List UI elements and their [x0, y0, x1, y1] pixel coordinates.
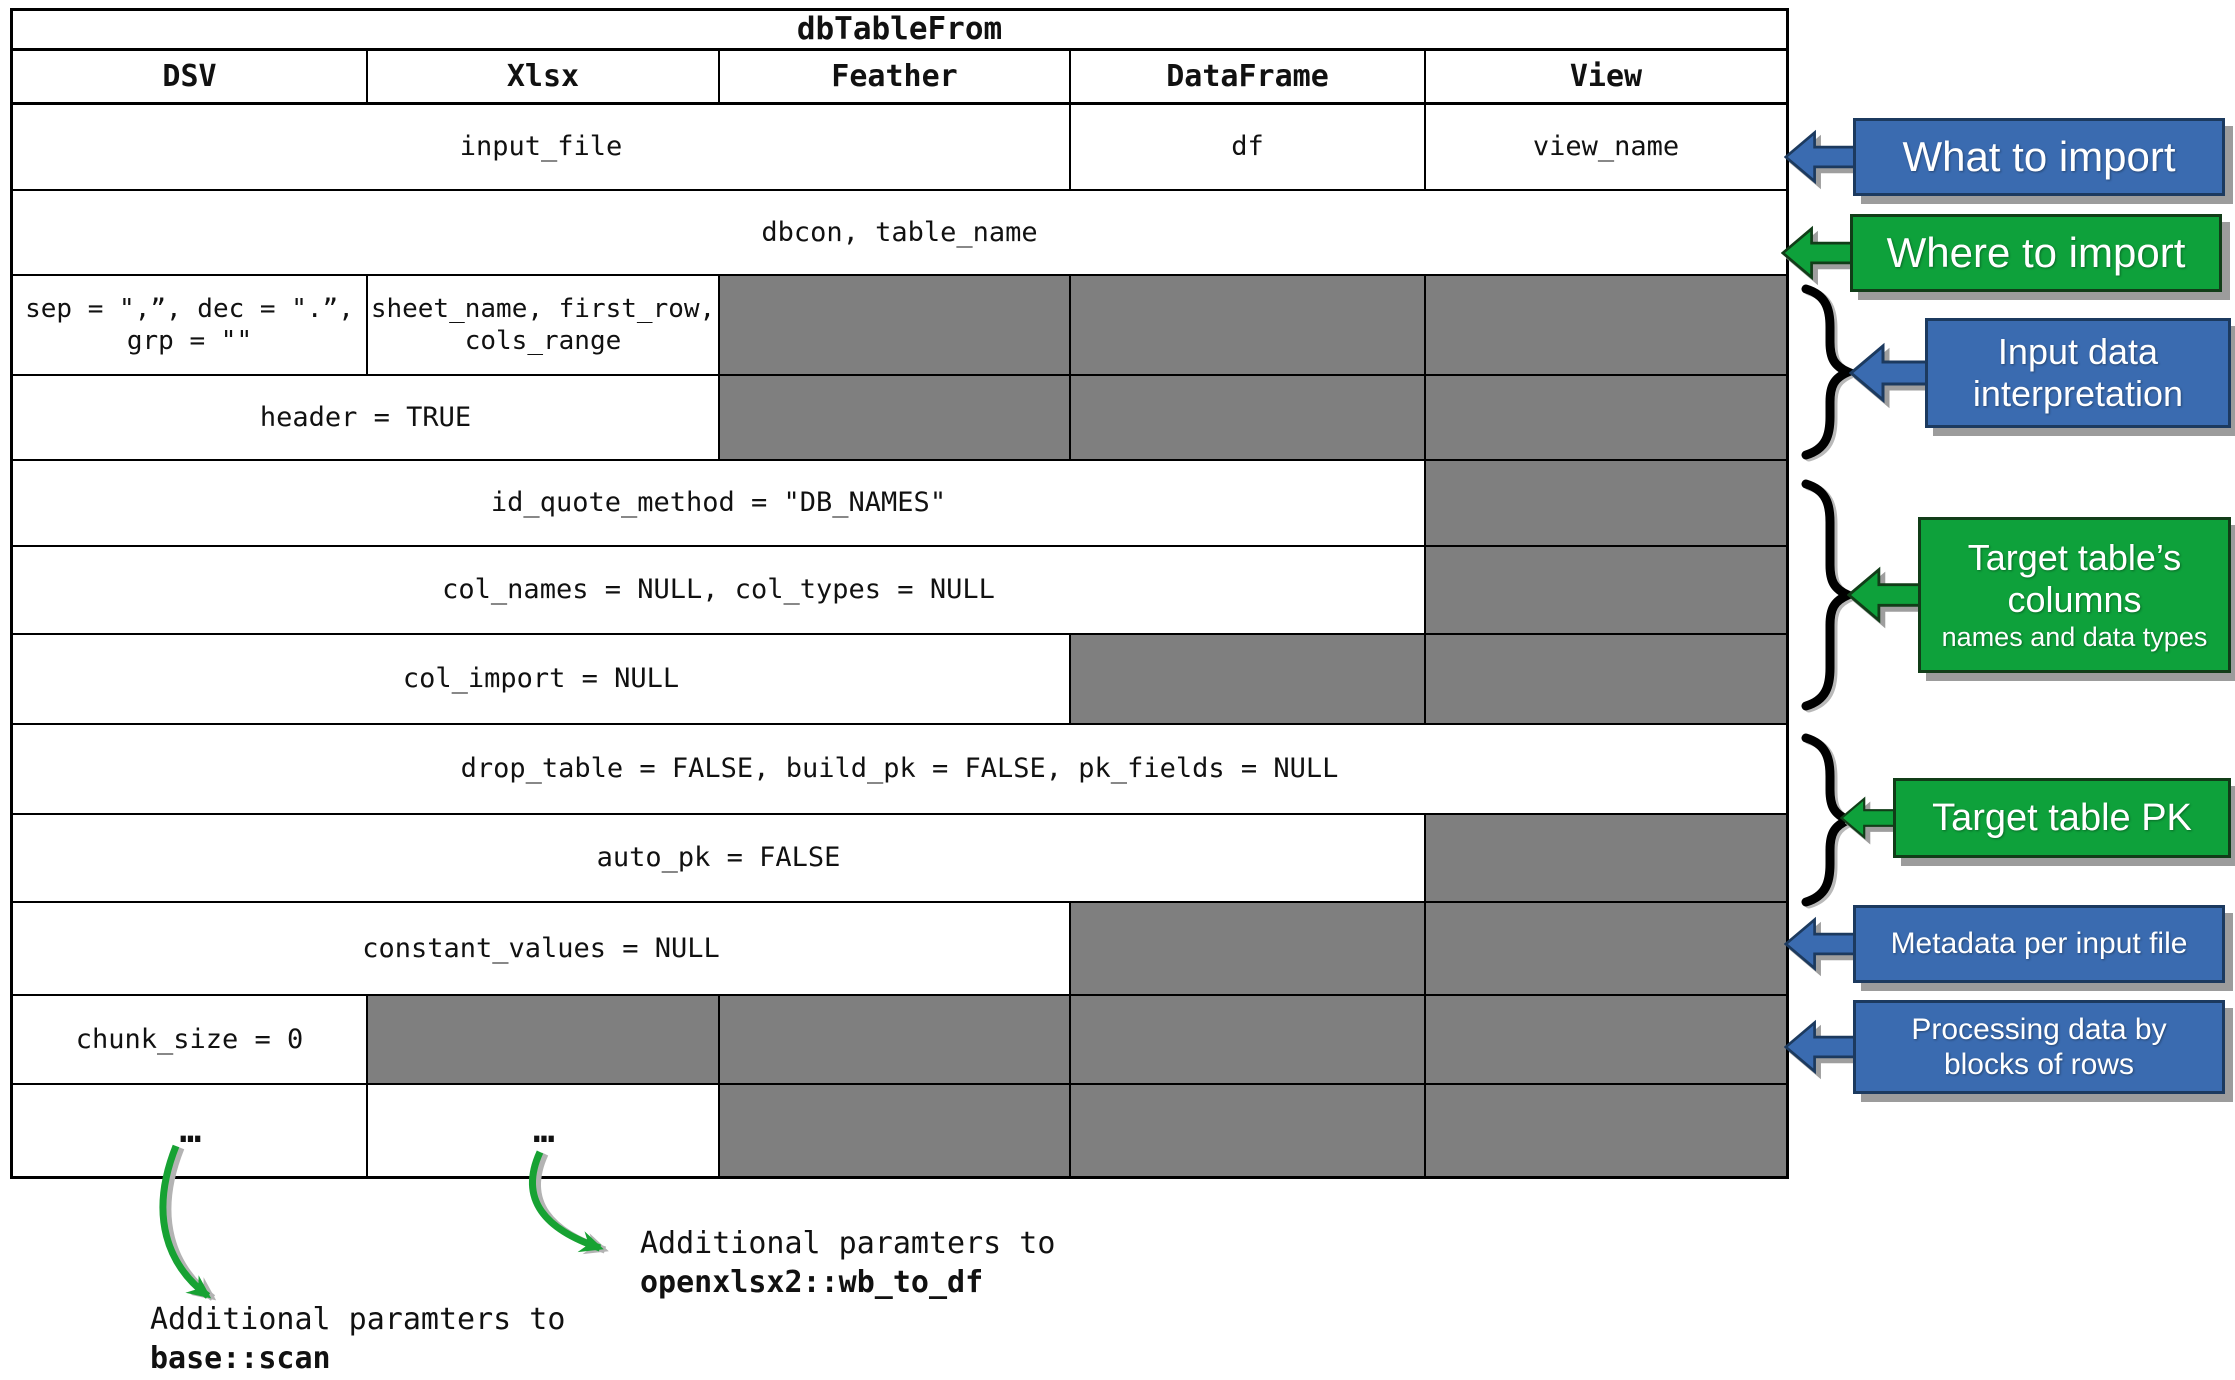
- chunk-size-cell-0: chunk_size = 0: [12, 995, 367, 1084]
- target-table-columns-arrow: [1847, 566, 1922, 624]
- target-table-columns-subtext: names and data types: [1941, 621, 2208, 652]
- column-header-xlsx: Xlsx: [367, 50, 719, 104]
- note-base-scan: Additional paramters to base::scan: [150, 1300, 565, 1378]
- target-table-pk-text: Target table PK: [1932, 796, 2192, 839]
- id-quote-method-cell-0: id_quote_method = "DB_NAMES": [12, 460, 1425, 546]
- col-import-cell-0: col_import = NULL: [12, 634, 1070, 724]
- column-header-dsv: DSV: [12, 50, 367, 104]
- header-true-na-cell: [1070, 375, 1425, 460]
- additional-params-na-cell: [1070, 1084, 1425, 1177]
- header-true-na-cell: [1425, 375, 1787, 460]
- input-data-interpretation-brace: [1801, 284, 1854, 460]
- target-table-columns-text: columns: [2007, 579, 2142, 621]
- target-table-pk-arrow: [1840, 796, 1897, 840]
- processing-by-blocks-arrow: [1784, 1019, 1856, 1075]
- note-wb-to-df-line1: Additional paramters to: [640, 1226, 1056, 1261]
- note-wb-to-df: Additional paramters to openxlsx2::wb_to…: [640, 1224, 1055, 1302]
- column-header-feather: Feather: [719, 50, 1070, 104]
- chunk-size-na-cell: [1070, 995, 1425, 1084]
- format-interpretation-na-cell: [719, 275, 1070, 375]
- additional-params-cell-1: …: [367, 1084, 719, 1177]
- metadata-per-input-file-arrow: [1784, 916, 1856, 972]
- format-interpretation-na-cell: [1070, 275, 1425, 375]
- additional-params-na-cell: [719, 1084, 1070, 1177]
- constant-values-cell-0: constant_values = NULL: [12, 902, 1070, 995]
- note-base-scan-line1: Additional paramters to: [150, 1302, 566, 1337]
- format-interpretation-na-cell: [1425, 275, 1787, 375]
- target-table-columns-brace: [1801, 479, 1854, 711]
- chunk-size-na-cell: [1425, 995, 1787, 1084]
- chunk-size-na-cell: [719, 995, 1070, 1084]
- col-names-types-cell-0: col_names = NULL, col_types = NULL: [12, 546, 1425, 634]
- auto-pk-na-cell: [1425, 814, 1787, 902]
- col-names-types-na-cell: [1425, 546, 1787, 634]
- format-interpretation-cell-0: sep = ",”, dec = ".”, grp = "": [12, 275, 367, 375]
- chunk-size-na-cell: [367, 995, 719, 1084]
- what-to-import-label: What to import: [1853, 118, 2225, 196]
- col-import-na-cell: [1425, 634, 1787, 724]
- input-data-interpretation-arrow: [1849, 342, 1929, 404]
- header-true-na-cell: [719, 375, 1070, 460]
- target-table-pk-label: Target table PK: [1893, 778, 2231, 858]
- column-header-view: View: [1425, 50, 1787, 104]
- id-quote-method-na-cell: [1425, 460, 1787, 546]
- col-import-na-cell: [1070, 634, 1425, 724]
- format-interpretation-cell-1: sheet_name, first_row, cols_range: [367, 275, 719, 375]
- note-wb-to-df-line2: openxlsx2::wb_to_df: [640, 1265, 984, 1300]
- additional-params-na-cell: [1425, 1084, 1787, 1177]
- dbcon-table-name-cell-0: dbcon, table_name: [12, 190, 1787, 275]
- column-header-dataframe: DataFrame: [1070, 50, 1425, 104]
- additional-params-cell-0: …: [12, 1084, 367, 1177]
- metadata-per-input-file-label: Metadata per input file: [1853, 905, 2225, 983]
- constant-values-na-cell: [1070, 902, 1425, 995]
- constant-values-na-cell: [1425, 902, 1787, 995]
- auto-pk-cell-0: auto_pk = FALSE: [12, 814, 1425, 902]
- note-base-scan-line2: base::scan: [150, 1341, 331, 1376]
- processing-by-blocks-text: blocks of rows: [1943, 1048, 2135, 1081]
- input-file-cell-2: view_name: [1425, 104, 1787, 190]
- table-title: dbTableFrom: [12, 10, 1787, 50]
- where-to-import-label: Where to import: [1850, 214, 2222, 292]
- header-true-cell-0: header = TRUE: [12, 375, 719, 460]
- where-to-import-text: Where to import: [1886, 229, 2186, 277]
- processing-by-blocks-text: Processing data by: [1911, 1012, 2167, 1046]
- where-to-import-arrow: [1781, 225, 1853, 281]
- input-data-interpretation-text: Input data: [1997, 330, 2159, 372]
- what-to-import-arrow: [1784, 129, 1856, 185]
- drop-table-pk-cell-0: drop_table = FALSE, build_pk = FALSE, pk…: [12, 724, 1787, 814]
- input-file-cell-1: df: [1070, 104, 1425, 190]
- what-to-import-text: What to import: [1902, 133, 2176, 181]
- input-file-cell-0: input_file: [12, 104, 1070, 190]
- input-data-interpretation-text: interpretation: [1972, 373, 2184, 414]
- metadata-per-input-file-text: Metadata per input file: [1890, 927, 2188, 961]
- target-table-columns-text: Target table’s: [1967, 536, 2182, 578]
